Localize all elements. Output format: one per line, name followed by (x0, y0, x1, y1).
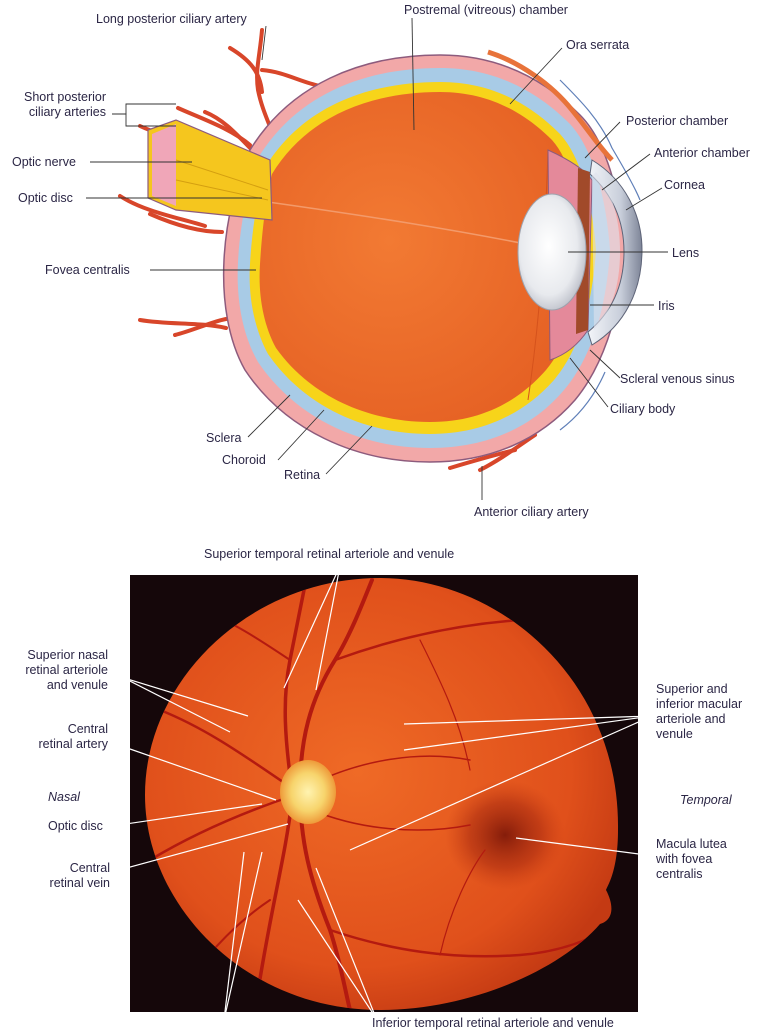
eye-cross-section (118, 28, 643, 472)
label-anterior-ciliary-artery: Anterior ciliary artery (474, 505, 589, 519)
macula-shape (445, 780, 565, 890)
label-optic-disc: Optic disc (18, 191, 73, 205)
label-fovea-centralis: Fovea centralis (45, 263, 130, 277)
label-central-retinal-artery: Central retinal artery (38, 722, 108, 751)
fundus-pointer-lines (109, 565, 655, 1021)
label-temporal: Temporal (680, 793, 732, 807)
label-central-retinal-vein: Central retinal vein (49, 861, 110, 890)
label-anterior-chamber: Anterior chamber (654, 146, 750, 160)
vitreous-chamber (259, 92, 584, 422)
label-postremal-chamber: Postremal (vitreous) chamber (404, 3, 568, 17)
fundus-retina (145, 578, 619, 1010)
fundus-photo (130, 575, 638, 1012)
label-lens: Lens (672, 246, 700, 260)
label-ciliary-body: Ciliary body (610, 402, 676, 416)
label-superior-inferior-macular: Superior and inferior macular arteriole … (656, 682, 743, 741)
label-superior-nasal: Superior nasal retinal arteriole and ven… (25, 648, 108, 692)
label-choroid: Choroid (222, 453, 266, 467)
label-short-posterior-ciliary-arteries: Short posterior ciliary arteries (24, 90, 106, 119)
label-nasal: Nasal (48, 790, 80, 804)
label-scleral-venous-sinus: Scleral venous sinus (620, 372, 735, 386)
label-ora-serrata: Ora serrata (566, 38, 630, 52)
eye-pointer-lines (86, 17, 668, 500)
optic-disc-shape (280, 760, 336, 824)
label-macula-lutea: Macula lutea with fovea centralis (656, 837, 727, 881)
label-iris: Iris (658, 299, 675, 313)
label-superior-temporal: Superior temporal retinal arteriole and … (204, 547, 455, 561)
label-retina: Retina (284, 468, 321, 482)
label-posterior-chamber: Posterior chamber (626, 114, 729, 128)
label-optic-nerve: Optic nerve (12, 155, 76, 169)
label-cornea: Cornea (664, 178, 705, 192)
label-fundus-optic-disc: Optic disc (48, 819, 103, 833)
label-long-posterior-ciliary-artery: Long posterior ciliary artery (96, 12, 247, 26)
label-sclera: Sclera (206, 431, 242, 445)
cornea-shape (587, 159, 643, 346)
